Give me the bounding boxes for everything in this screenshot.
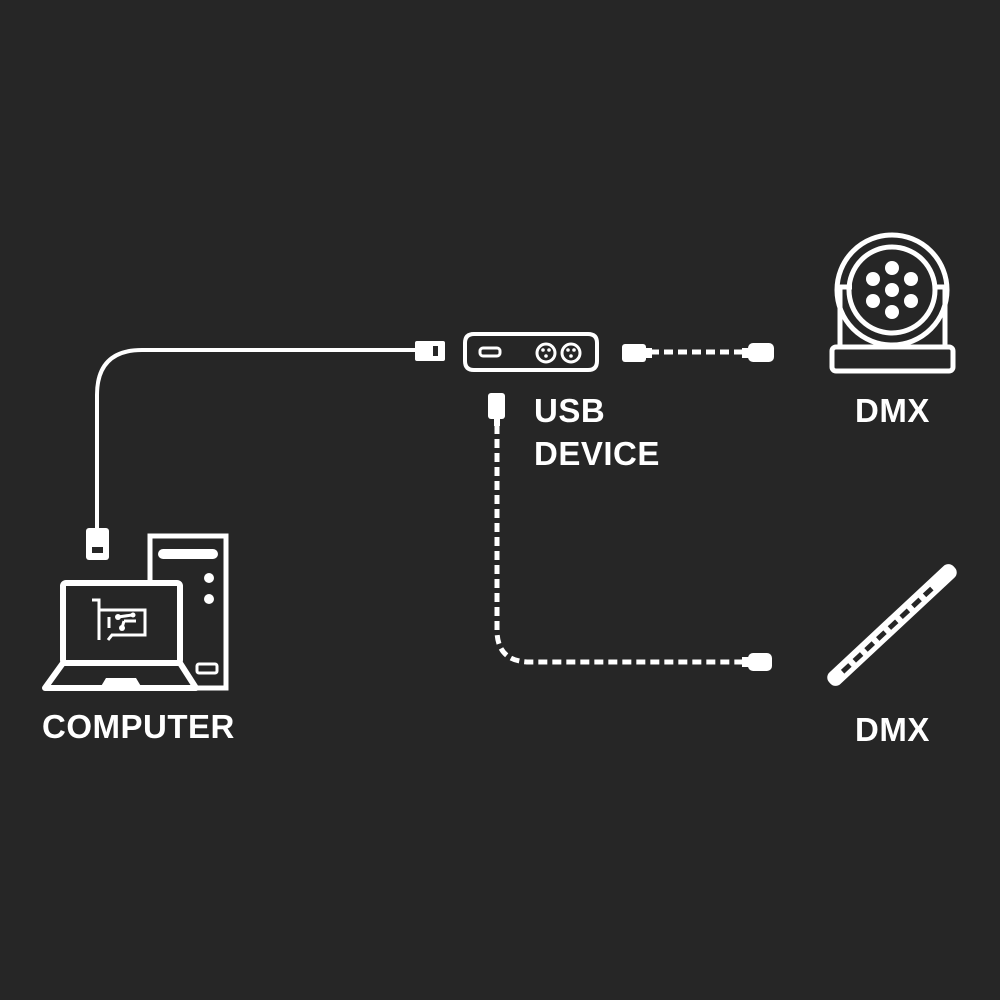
dmx-cable-dashed-bottom — [494, 425, 746, 665]
moving-head-light-icon — [829, 232, 956, 374]
usb-plug-computer-icon — [86, 528, 109, 560]
usb-dmx-interface-icon — [463, 332, 599, 372]
usb-cable-solid — [95, 348, 419, 530]
computer-label: COMPUTER — [42, 708, 235, 745]
dmx-moving-head-label: DMX — [855, 392, 930, 429]
led-bar-light-icon — [827, 564, 957, 686]
usb-device-label-line2: DEVICE — [534, 435, 660, 472]
usb-plug-device-icon — [415, 341, 445, 361]
usb-device-label-line1: USB — [534, 392, 606, 429]
dmx-led-bar-label: DMX — [855, 711, 930, 748]
xlr-plug-icon — [488, 343, 774, 671]
computer-laptop-tower-icon — [42, 533, 229, 691]
